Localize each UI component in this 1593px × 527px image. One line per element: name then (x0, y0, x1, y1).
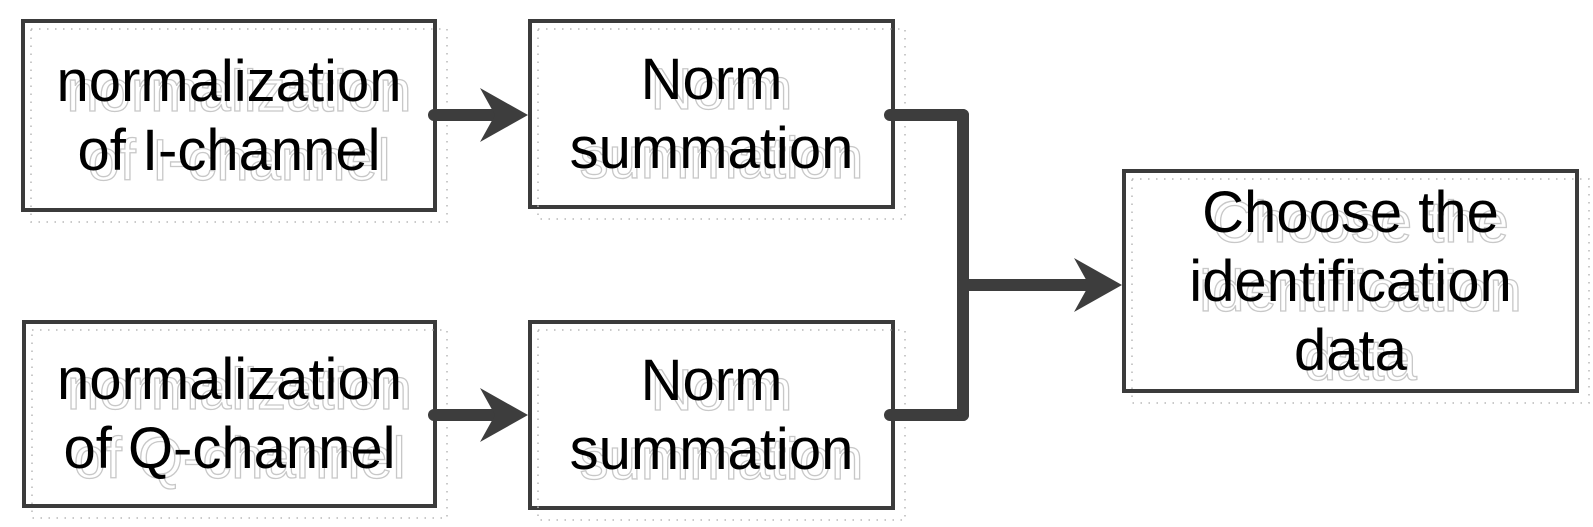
ghost-rect-normalization-i (30, 28, 448, 223)
node-label: Choose the identification data (1189, 179, 1512, 383)
arrow-q-to-norm-head (480, 388, 528, 442)
node-label: Norm summation (569, 348, 854, 482)
ghost-rect-choose-identification (1131, 178, 1590, 404)
node-normalization-i-channel: normalization of I-channel normalization… (21, 19, 437, 212)
ghost-label: normalization of I-channel (66, 58, 412, 193)
ghost-rect-norm-summation-top (537, 28, 906, 220)
ghost-label: normalization of Q-channel (66, 356, 412, 491)
ghost-label: Norm summation (579, 357, 864, 492)
node-label: normalization of I-channel (56, 48, 402, 183)
arrow-i-to-norm-head (480, 88, 528, 142)
ghost-rect-norm-summation-bottom (537, 329, 906, 521)
ghost-label: Choose the identification data (1199, 189, 1523, 393)
arrow-merge-to-choose-head (1074, 258, 1122, 312)
node-label: Norm summation (569, 47, 854, 181)
ghost-rect-normalization-q (31, 329, 448, 519)
node-choose-identification-data: Choose the identification data Choose th… (1122, 169, 1579, 393)
node-label: normalization of Q-channel (57, 347, 402, 481)
node-norm-summation-bottom: Norm summation Norm summation (528, 320, 895, 510)
ghost-label: Norm summation (579, 56, 864, 191)
node-normalization-q-channel: normalization of Q-channel normalization… (22, 320, 437, 508)
